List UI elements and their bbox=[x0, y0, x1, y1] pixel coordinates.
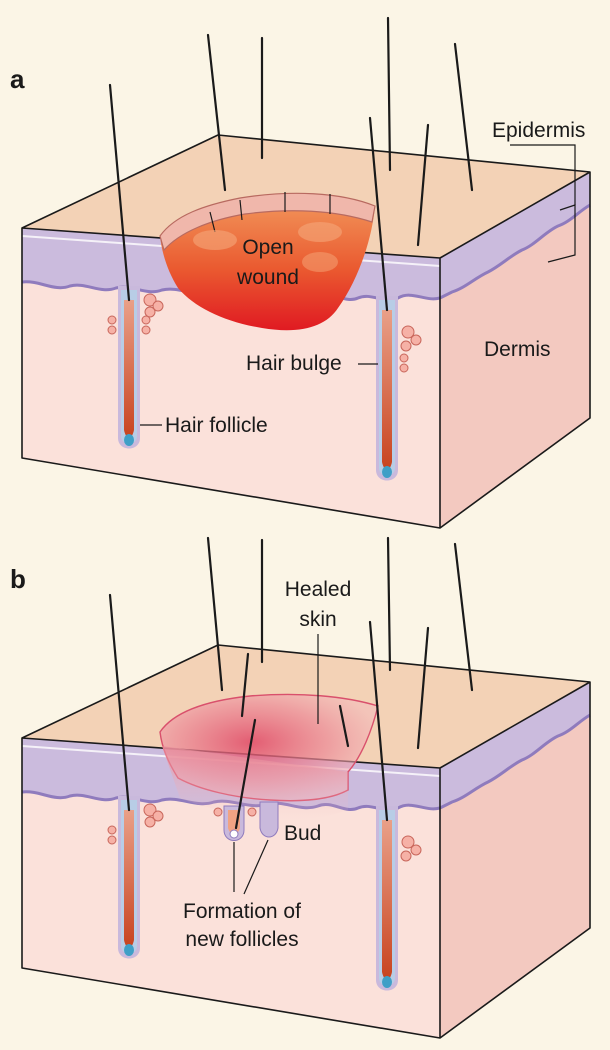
hair-follicle-right bbox=[376, 806, 422, 991]
label-healed-skin-line2: skin bbox=[299, 608, 336, 631]
label-formation-line1: Formation of bbox=[183, 900, 301, 923]
hair-follicle-left bbox=[107, 796, 164, 959]
new-follicles-leaders bbox=[233, 839, 269, 895]
epidermis-bracket bbox=[547, 204, 576, 263]
bud bbox=[259, 801, 279, 838]
epidermis-leader bbox=[510, 144, 576, 205]
label-formation-line2: new follicles bbox=[185, 928, 298, 951]
wound-scab-rim bbox=[159, 192, 376, 252]
hair-shafts-b bbox=[108, 536, 474, 830]
epidermis-band-side bbox=[440, 172, 590, 298]
panel-b-letter: b bbox=[10, 564, 26, 594]
hair-shafts-a bbox=[108, 16, 474, 312]
hair-follicle-left bbox=[107, 286, 164, 449]
epidermis-band-side bbox=[440, 682, 590, 808]
label-hair-bulge: Hair bulge bbox=[246, 352, 342, 375]
label-hair-follicle: Hair follicle bbox=[165, 414, 268, 437]
label-healed-skin-line1: Healed bbox=[285, 578, 352, 601]
label-open-wound-line1: Open bbox=[242, 236, 293, 259]
panel-a-letter: a bbox=[10, 64, 25, 94]
label-bud: Bud bbox=[284, 822, 321, 845]
healed-skin-fade bbox=[162, 746, 348, 820]
label-open-wound-line2: wound bbox=[236, 266, 299, 289]
epidermis-side-edge bbox=[439, 203, 591, 300]
label-epidermis: Epidermis bbox=[492, 119, 585, 142]
hair-follicle-right bbox=[376, 296, 422, 481]
label-dermis: Dermis bbox=[484, 338, 551, 361]
panel-b: b bbox=[10, 536, 591, 1039]
panel-a: a bbox=[10, 16, 591, 529]
